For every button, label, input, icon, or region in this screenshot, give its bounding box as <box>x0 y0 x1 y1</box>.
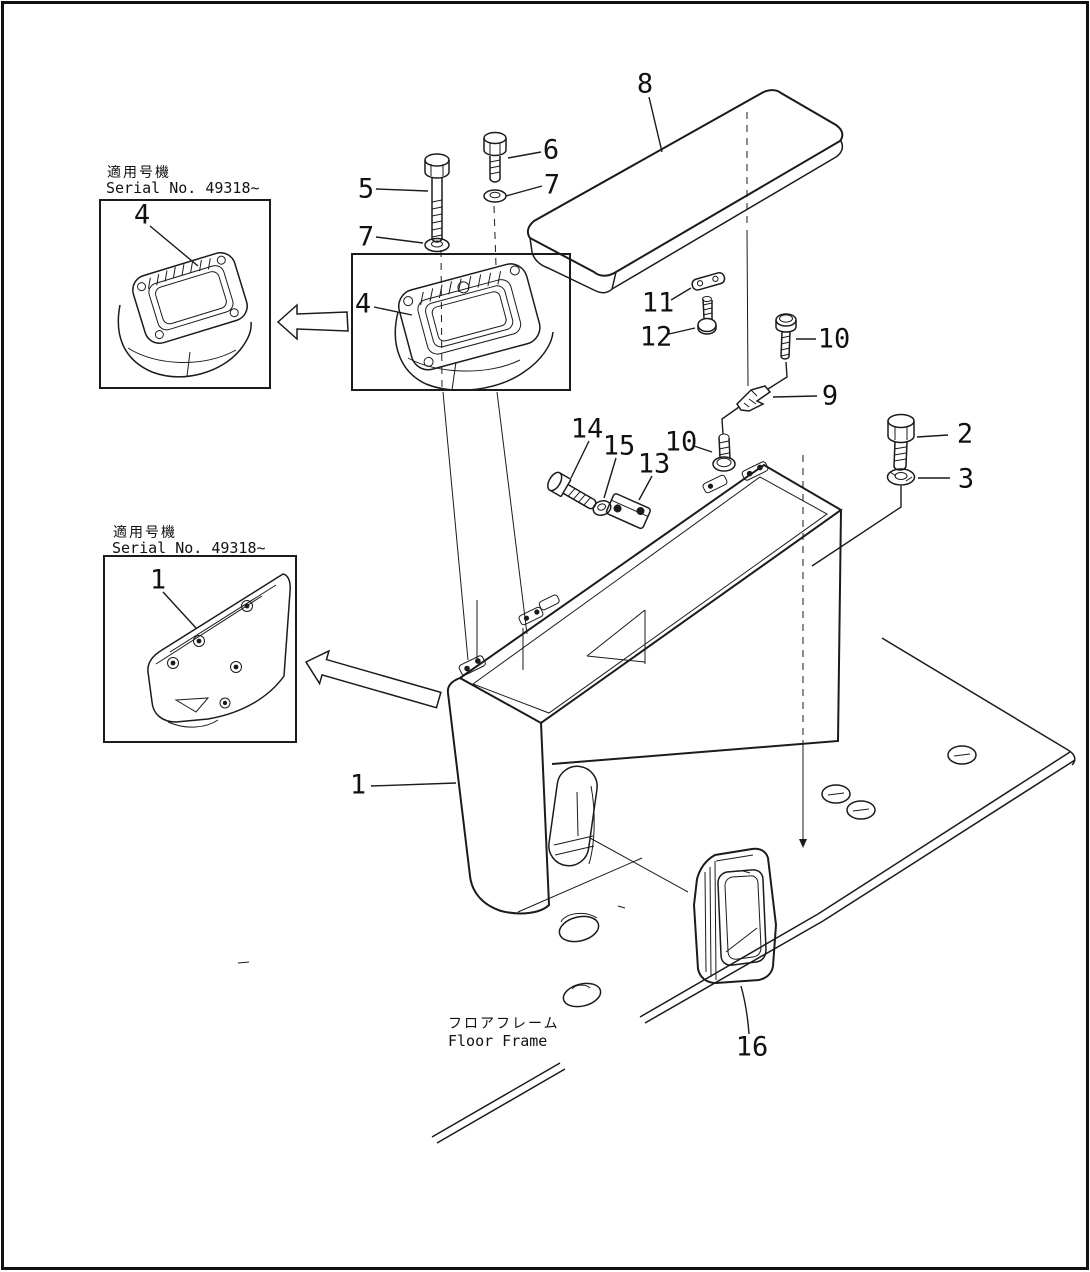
callout-7-top: 7 <box>544 170 560 201</box>
washer-15: 15 <box>592 431 636 517</box>
callout-14: 14 <box>571 414 604 445</box>
cover-box-main: 4 <box>351 205 571 391</box>
callout-6: 6 <box>543 135 559 166</box>
inset-top: 適用号機 Serial No. 49318~ 4 <box>99 164 271 389</box>
arrow-left-top <box>276 303 349 341</box>
callout-8: 8 <box>637 69 653 100</box>
inset-middle-title-en: Serial No. 49318~ <box>112 539 266 557</box>
screw-10-right: 10 <box>767 313 851 390</box>
floor-frame-label-jp: フロアフレーム <box>448 1016 560 1032</box>
callout-10-right: 10 <box>818 324 851 355</box>
callout-16: 16 <box>736 1032 769 1063</box>
plate-11: 11 <box>642 271 726 319</box>
callout-1-main: 1 <box>350 770 366 801</box>
callout-4-inset: 4 <box>134 200 150 231</box>
cover-detail-inset <box>117 252 252 378</box>
bolt-14: 14 <box>547 414 604 510</box>
screw-10-left: 10 <box>665 406 740 472</box>
bolt-12: 12 <box>640 296 717 353</box>
bracket-13: 13 <box>605 449 671 530</box>
callout-2: 2 <box>957 419 973 450</box>
callout-9: 9 <box>822 381 838 412</box>
washer-7-top <box>483 189 507 203</box>
inset-top-title-en: Serial No. 49318~ <box>106 179 260 197</box>
grommet-16: 16 <box>692 847 778 1063</box>
bolt-6 <box>483 131 507 183</box>
clip-9: 9 <box>736 381 838 412</box>
console-body-1: 1 <box>350 391 843 915</box>
frame-hole <box>846 800 876 820</box>
callout-1-inset: 1 <box>150 565 166 596</box>
callout-4-main: 4 <box>355 289 371 320</box>
inset-top-title-jp: 適用号機 <box>107 164 171 181</box>
cover-detail-main <box>394 263 554 391</box>
bolt-5 <box>424 153 450 243</box>
arrow-left-middle <box>304 649 442 709</box>
frame-hole <box>947 745 977 765</box>
callout-15: 15 <box>603 431 636 462</box>
callout-3: 3 <box>958 464 974 495</box>
floor-frame-label-en: Floor Frame <box>448 1032 547 1050</box>
frame-hole <box>821 784 851 804</box>
callout-11: 11 <box>642 288 675 319</box>
screw-bosses <box>167 600 253 709</box>
bolt-2: 2 <box>887 413 973 471</box>
console-bottom-view <box>147 573 291 728</box>
armrest-pad-8: 8 <box>526 69 844 387</box>
inset-middle: 適用号機 Serial No. 49318~ 1 <box>103 524 297 743</box>
washer-3: 3 <box>811 464 974 567</box>
callout-7-left: 7 <box>358 222 374 253</box>
callout-5: 5 <box>358 174 374 205</box>
callout-10-left: 10 <box>665 427 698 458</box>
callout-12: 12 <box>640 322 673 353</box>
callout-13: 13 <box>638 449 671 480</box>
floor-frame: フロアフレーム Floor Frame <box>237 455 1076 1144</box>
washer-7-left <box>424 237 450 253</box>
inset-middle-title-jp: 適用号機 <box>113 524 177 541</box>
